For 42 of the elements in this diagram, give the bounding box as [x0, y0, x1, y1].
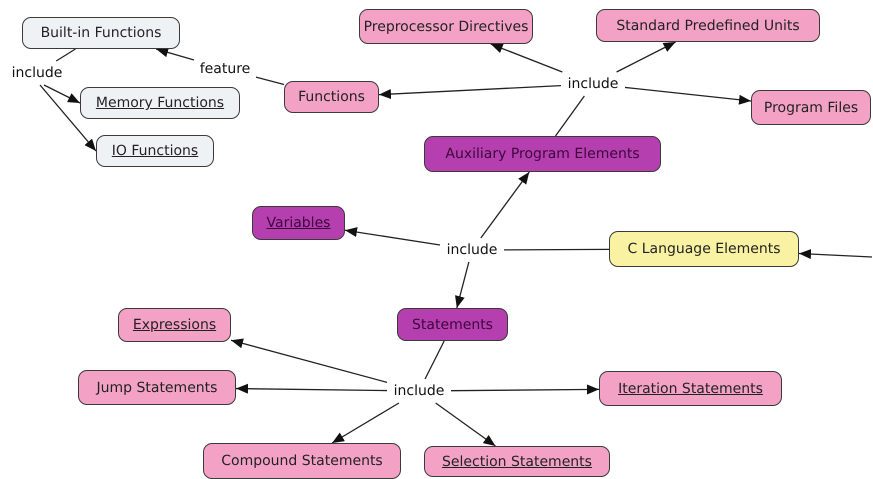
concept-box: Built-in Functions [22, 17, 180, 49]
concept-box: Program Files [751, 90, 871, 125]
concept-box: Variables [252, 206, 345, 240]
concept-box: Jump Statements [78, 370, 236, 405]
linking-phrase: include [8, 63, 66, 83]
arrow [435, 402, 496, 447]
arrow [451, 384, 599, 394]
arrow [40, 84, 96, 152]
arrow [332, 402, 400, 444]
concept-box: C Language Elements [609, 231, 799, 267]
concept-box: Selection Statements [424, 446, 610, 477]
concept-box: IO Functions [96, 135, 214, 167]
linking-phrase: include [563, 74, 623, 94]
concept-box: Iteration Statements [599, 371, 782, 406]
concept-box: Auxiliary Program Elements [424, 136, 661, 172]
concept-box: Compound Statements [203, 443, 401, 479]
concept-box: Memory Functions [80, 87, 240, 119]
concept-box: Standard Predefined Units [596, 9, 820, 42]
arrow [480, 172, 530, 238]
concept-box: Preprocessor Directives [359, 9, 533, 44]
linking-phrase: feature [196, 59, 254, 79]
arrow [378, 84, 562, 100]
connector-line [256, 76, 284, 86]
concept-box: Expressions [118, 308, 231, 342]
arrow [798, 249, 872, 260]
arrow [616, 41, 676, 73]
arrow [230, 338, 388, 383]
concept-box: Statements [397, 308, 508, 341]
arrow [156, 48, 194, 61]
linking-phrase: include [389, 381, 449, 401]
arrow [44, 84, 80, 104]
arrow [624, 86, 752, 105]
linking-phrase: include [442, 240, 502, 260]
arrow [455, 262, 470, 308]
connector-line [424, 340, 445, 380]
connector-line [504, 248, 609, 250]
concept-box: Functions [284, 81, 379, 113]
connector-line [554, 96, 585, 136]
arrow [344, 227, 440, 246]
arrow [236, 384, 388, 394]
arrow [490, 43, 563, 73]
connector-line [56, 48, 76, 62]
